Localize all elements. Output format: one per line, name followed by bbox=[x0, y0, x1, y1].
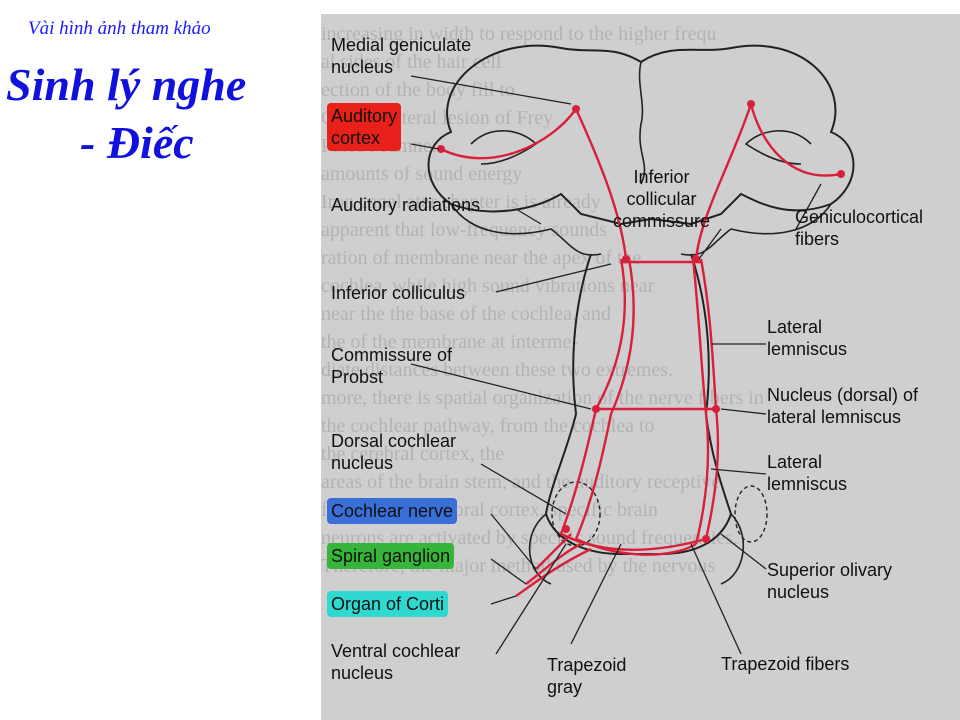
label-geniculocortical: Geniculocortical fibers bbox=[795, 207, 924, 249]
background-text-line: ration of membrane near the apex of the bbox=[321, 247, 642, 269]
background-book-text: increasing in width to respond to the hi… bbox=[321, 14, 960, 720]
temporal-right bbox=[680, 203, 832, 256]
pons-right bbox=[720, 513, 745, 585]
midline-top bbox=[638, 61, 646, 185]
pathway-nodes bbox=[437, 100, 845, 543]
background-text-line: increasing in width to respond to the hi… bbox=[321, 23, 717, 45]
background-text-line: more, there is spatial organization of t… bbox=[321, 387, 764, 409]
label-auditory-radiations: Auditory radiations bbox=[331, 195, 481, 215]
auditory-pathway-figure: increasing in width to respond to the hi… bbox=[321, 14, 960, 720]
background-text-line: amounts of sound energy bbox=[321, 163, 523, 185]
background-text-line: the cerebral cortex, the bbox=[321, 443, 505, 465]
pathway-diagram bbox=[410, 44, 855, 655]
background-text-line: areas of the brain stem, and the auditor… bbox=[321, 471, 721, 493]
background-text-line: al sides of the hair cell bbox=[321, 51, 502, 73]
label-organ-of-corti: Organ of Corti bbox=[327, 591, 449, 617]
leader-lines bbox=[410, 75, 822, 655]
label-nucleus-dorsal: Nucleus (dorsal) of lateral lemniscus bbox=[767, 385, 919, 427]
label-ventral-cochlear: Ventral cochlear nucleus bbox=[331, 641, 461, 683]
slide-title-line2: - Điếc bbox=[80, 117, 194, 168]
label-spiral-ganglion: Spiral ganglion bbox=[327, 543, 455, 569]
label-superior-olivary: Superior olivary nucleus bbox=[767, 560, 893, 602]
background-text-line: apparent that low-frequency sounds bbox=[321, 219, 608, 241]
temporal-left bbox=[450, 203, 602, 256]
background-text-line: the of the membrane at interme- bbox=[321, 331, 579, 353]
sulcus-right bbox=[744, 130, 812, 165]
label-lateral-lemniscus-1: Lateral lemniscus bbox=[767, 317, 848, 359]
label-lateral-lemniscus-2: Lateral lemniscus bbox=[767, 452, 848, 494]
label-trapezoid-gray: Trapezoid gray bbox=[547, 655, 627, 697]
background-text-line: diate distances between these two extrem… bbox=[321, 359, 674, 381]
label-cochlear-nerve: Cochlear nerve bbox=[327, 498, 458, 524]
label-auditory-cortex: Auditory cortex bbox=[327, 103, 402, 151]
label-dorsal-cochlear: Dorsal cochlear nucleus bbox=[331, 431, 457, 473]
slide-title-line1: Sinh lý nghe bbox=[6, 59, 247, 110]
label-trapezoid-fibers: Trapezoid fibers bbox=[721, 654, 850, 674]
label-medial-geniculate: Medial geniculate nucleus bbox=[331, 35, 472, 77]
label-inferior-colliculus: Inferior colliculus bbox=[331, 283, 466, 303]
slide-subtitle: Vài hình ảnh tham khảo bbox=[28, 18, 211, 39]
brain-outline bbox=[427, 44, 855, 226]
label-commissure-probst: Commissure of Probst bbox=[331, 345, 453, 387]
background-text-line: cochlea, while high sound vibrations nea… bbox=[321, 275, 655, 297]
auditory-pathways bbox=[440, 103, 842, 597]
background-text-line: near the the base of the cochlea, and bbox=[321, 303, 611, 325]
background-text-line: ection of the body fill to bbox=[321, 79, 515, 101]
olivary-nucleus-outline bbox=[734, 485, 768, 543]
pons-left bbox=[528, 513, 552, 585]
label-inferior-collicular-commissure: Inferior collicular commissure bbox=[613, 167, 711, 231]
